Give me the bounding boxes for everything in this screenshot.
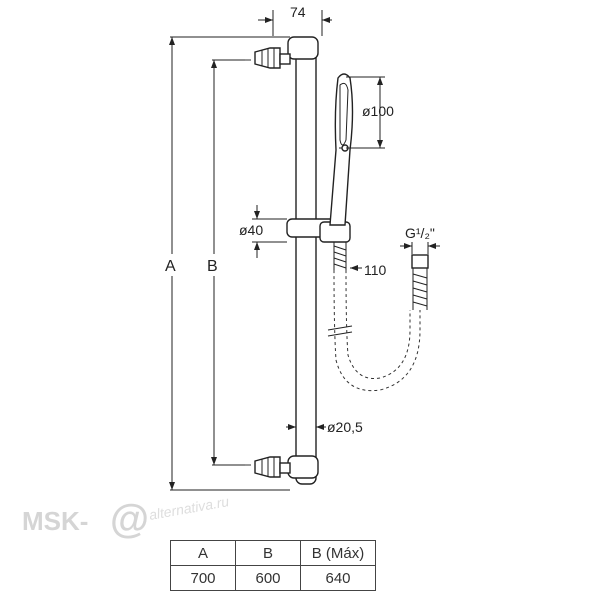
watermark-tagline: alternativa.ru bbox=[148, 493, 231, 523]
watermark-symbol: @ bbox=[110, 497, 149, 541]
dimensions-table: A B B (Máx) 700 600 640 bbox=[170, 540, 376, 591]
dimension-head-diameter-label: ø100 bbox=[362, 103, 394, 119]
table-header-row: A B B (Máx) bbox=[170, 540, 376, 566]
hand-shower bbox=[329, 73, 354, 226]
dimension-top-width: 74 bbox=[258, 4, 332, 36]
dimension-a-label: A bbox=[165, 258, 176, 275]
dimension-connector: G¹/₂" bbox=[400, 225, 440, 254]
dimension-head-diameter: ø100 bbox=[346, 76, 394, 149]
shower-hose bbox=[327, 242, 429, 392]
dimension-top-width-label: 74 bbox=[290, 4, 306, 20]
dimension-b-label: B bbox=[207, 258, 218, 275]
table-value-b-max: 640 bbox=[300, 565, 376, 591]
table-value-b: 600 bbox=[235, 565, 301, 591]
watermark-brand: MSK- bbox=[22, 506, 88, 536]
dimension-hose-offset-label: 110 bbox=[364, 262, 387, 278]
dimension-bar-diameter: ø20,5 bbox=[286, 419, 363, 435]
top-wall-bracket bbox=[245, 36, 319, 69]
table-value-a: 700 bbox=[170, 565, 236, 591]
dimension-slider-diameter: ø40 bbox=[239, 205, 287, 258]
dimension-slider-diameter-label: ø40 bbox=[239, 222, 263, 238]
dimension-connector-label: G¹/₂" bbox=[405, 225, 435, 241]
table-header-b-max: B (Máx) bbox=[300, 540, 376, 566]
dimension-hose-offset: 110 bbox=[350, 262, 387, 278]
table-row: 700 600 640 bbox=[170, 565, 376, 591]
dimension-b: B bbox=[206, 59, 245, 466]
bottom-wall-bracket bbox=[245, 455, 319, 479]
dimension-bar-diameter-label: ø20,5 bbox=[327, 419, 363, 435]
slide-rail-bar bbox=[295, 43, 317, 485]
table-header-a: A bbox=[170, 540, 236, 566]
table-header-b: B bbox=[235, 540, 301, 566]
dimension-a: A bbox=[164, 36, 290, 491]
handset-slider bbox=[286, 218, 351, 243]
